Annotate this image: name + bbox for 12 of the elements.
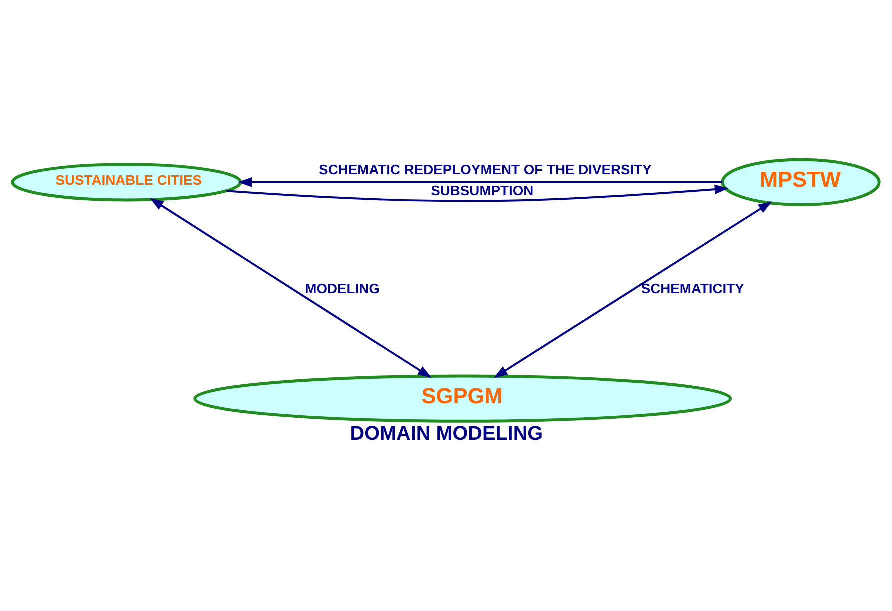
caption: DOMAIN MODELING <box>350 423 544 446</box>
node-ellipse: SGPGM <box>194 374 732 423</box>
edge-label: MODELING <box>305 280 380 296</box>
arrow <box>150 198 432 378</box>
node-ellipse: MPSTW <box>721 158 881 206</box>
arrow <box>238 178 722 188</box>
edge-label: SCHEMATICITY <box>641 280 744 296</box>
arrow <box>494 202 772 378</box>
edge-label: SCHEMATIC REDEPLOYMENT OF THE DIVERSITY <box>319 162 652 178</box>
edge-label: SUBSUMPTION <box>431 182 534 198</box>
arrow <box>226 184 729 202</box>
node-ellipse: SUSTAINABLE CITIES <box>11 163 242 202</box>
